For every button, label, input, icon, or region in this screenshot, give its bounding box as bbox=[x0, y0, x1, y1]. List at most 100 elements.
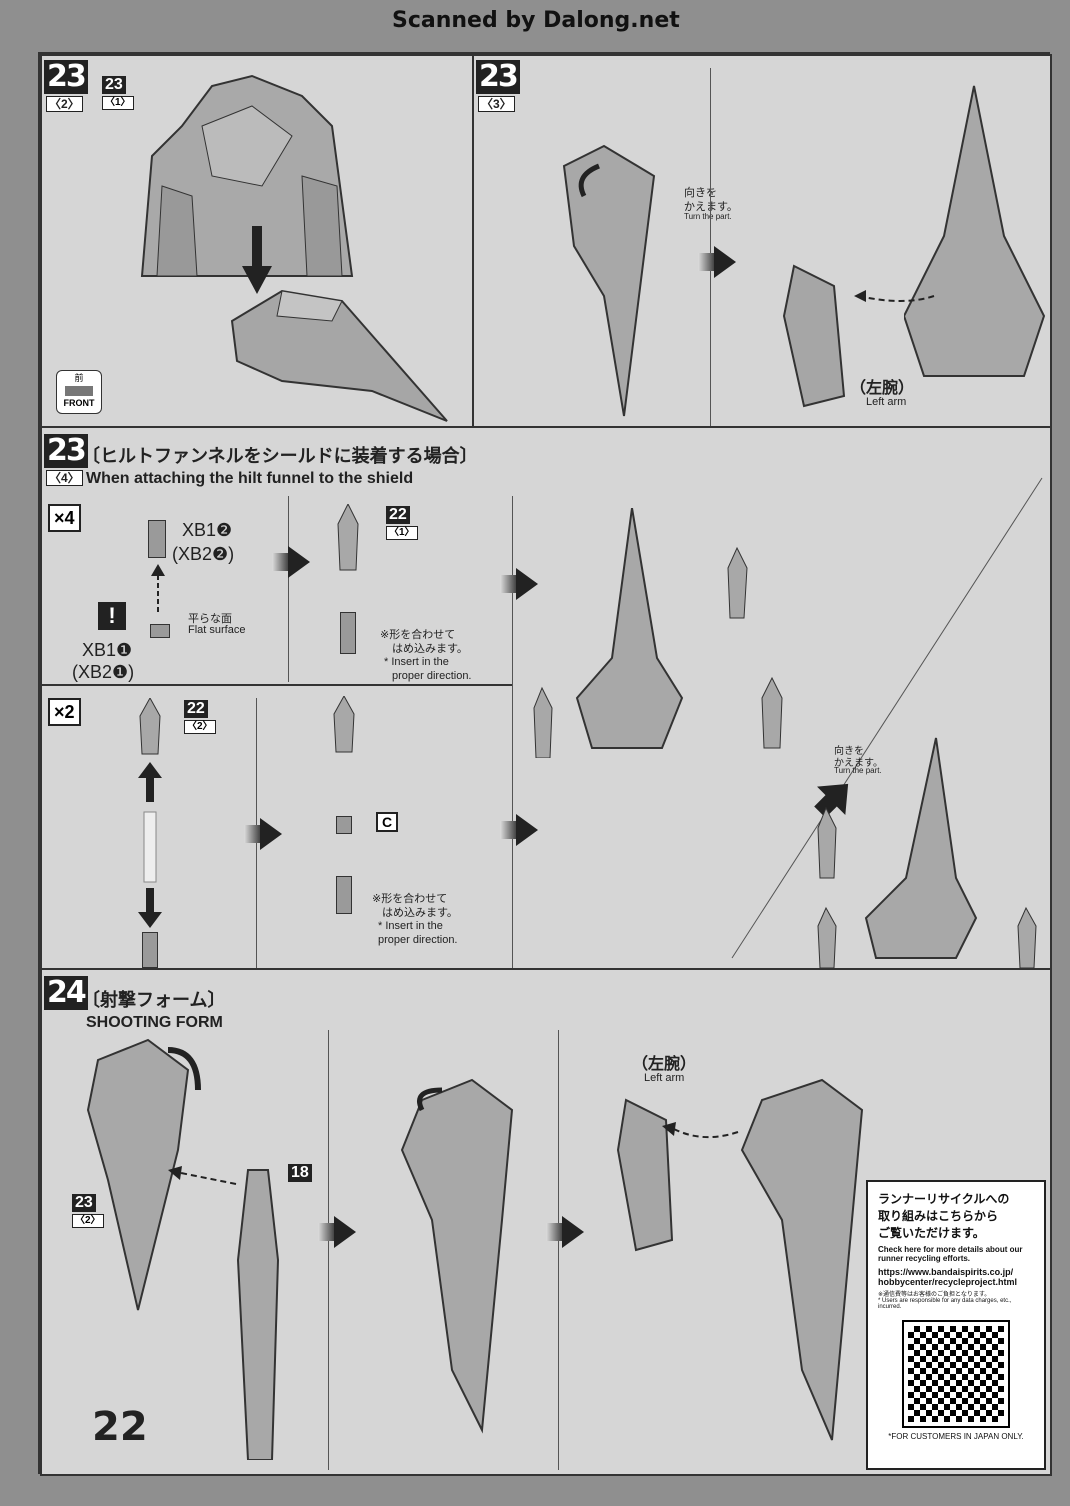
front-jp: 前 bbox=[74, 373, 84, 383]
step-title-jp: 〔ヒルトファンネルをシールドに装着する場合〕 bbox=[82, 446, 478, 467]
hilt-funnel-grip bbox=[340, 612, 356, 654]
divider bbox=[710, 68, 711, 426]
hilt-funnel-grip-c bbox=[336, 876, 352, 914]
down-arrow bbox=[242, 226, 272, 294]
turn-part-jp-2: かえます。 bbox=[834, 758, 883, 769]
part-label-top: XB1❷ bbox=[182, 520, 233, 540]
turn-part-en: Turn the part. bbox=[834, 766, 882, 775]
ref-22-1-sub: 〈1〉 bbox=[386, 526, 418, 540]
turn-part-en: Turn the part. bbox=[684, 212, 732, 221]
shield-part bbox=[230, 289, 448, 422]
recycle-jp-3: ご覧いただけます。 bbox=[878, 1226, 985, 1240]
next-arrow bbox=[500, 814, 538, 846]
hilt-funnel-top-b bbox=[139, 698, 161, 755]
turn-part-jp-1: 向きを bbox=[834, 746, 864, 757]
divider bbox=[512, 496, 513, 968]
insert-note-b-en-1: * Insert in the bbox=[378, 920, 443, 932]
flat-surface-jp: 平らな面 bbox=[188, 612, 232, 625]
step-number: 23 bbox=[44, 60, 88, 94]
divider bbox=[288, 496, 289, 682]
ref-18: 18 bbox=[288, 1164, 312, 1182]
ref-22-2: 22 bbox=[184, 700, 208, 718]
shield-with-funnels-back bbox=[817, 737, 1037, 968]
shield-shooting-form bbox=[86, 1038, 201, 1311]
next-arrow bbox=[318, 1216, 356, 1248]
multiplier-x4: ×4 bbox=[48, 504, 81, 532]
step-number: 23 bbox=[44, 434, 88, 468]
shield-upright-figure bbox=[904, 85, 1046, 377]
shield-weapon-final bbox=[740, 1078, 864, 1441]
shield-with-funnels-front bbox=[533, 508, 783, 758]
connector-c bbox=[336, 816, 352, 834]
ref-22-1: 22 bbox=[386, 506, 410, 524]
ref-substep-number: 〈1〉 bbox=[102, 96, 134, 110]
insert-note-b-jp-1: ※形を合わせて bbox=[372, 892, 448, 905]
hilt-funnel-grip-b bbox=[142, 932, 158, 968]
part-label-bottom-alt: (XB2❶) bbox=[72, 662, 135, 682]
front-en: FRONT bbox=[63, 398, 95, 408]
insert-note-en-2: proper direction. bbox=[392, 670, 472, 682]
front-arrow-icon bbox=[65, 386, 93, 396]
part-label-bottom: XB1❶ bbox=[82, 640, 133, 660]
recycle-url-1[interactable]: https://www.bandaispirits.co.jp/ bbox=[878, 1267, 1014, 1277]
qr-code-icon[interactable] bbox=[902, 1320, 1010, 1428]
turn-arrow bbox=[814, 783, 849, 818]
part-c-label: C bbox=[376, 812, 399, 832]
recycle-en: Check here for more details about our ru… bbox=[878, 1245, 1023, 1263]
ref-23: 23 bbox=[72, 1194, 96, 1212]
up-dashed-arrow bbox=[151, 564, 165, 612]
panel-step-23-3: 23 〈3〉 向きを かえます。 Turn the part. （左腕） Lef… bbox=[472, 54, 1052, 428]
substep-number: 〈4〉 bbox=[46, 470, 83, 486]
part-label-top-alt: (XB2❷) bbox=[172, 544, 235, 564]
flat-surface-en: Flat surface bbox=[188, 624, 246, 636]
insert-note-jp-1: ※形を合わせて bbox=[380, 628, 456, 641]
ref-23-sub: 〈2〉 bbox=[72, 1214, 104, 1228]
next-arrow bbox=[500, 568, 538, 600]
divider bbox=[558, 1030, 559, 1470]
left-arm-figure bbox=[782, 264, 846, 408]
hilt-funnel-top bbox=[337, 504, 359, 571]
hilt-funnel-top-c bbox=[333, 696, 355, 753]
next-arrow bbox=[244, 818, 282, 850]
row-divider bbox=[42, 684, 512, 686]
panel-step-23-4: 23 〈4〉 〔ヒルトファンネルをシールドに装着する場合〕 When attac… bbox=[40, 426, 1052, 970]
left-arm-label-jp: （左腕） bbox=[850, 378, 915, 397]
next-arrow bbox=[546, 1216, 584, 1248]
step-title-en: When attaching the hilt funnel to the sh… bbox=[86, 470, 414, 487]
recycle-footer: *FOR CUSTOMERS IN JAPAN ONLY. bbox=[888, 1432, 1024, 1441]
recycle-info-box: ランナーリサイクルへの 取り組みはこちらから ご覧いただけます。 Check h… bbox=[866, 1180, 1046, 1470]
recycle-url-2[interactable]: hobbycenter/recycleproject.html bbox=[878, 1277, 1018, 1287]
front-indicator: 前 FRONT bbox=[56, 370, 102, 414]
dashed-arrow bbox=[662, 1122, 739, 1139]
diagonal-divider bbox=[731, 477, 1043, 959]
step-title-jp: 〔射撃フォーム〕 bbox=[82, 990, 226, 1011]
turn-part-jp-1: 向きを bbox=[684, 186, 717, 199]
substep-number: 〈3〉 bbox=[478, 96, 515, 112]
warning-icon: ! bbox=[98, 602, 126, 630]
ref-22-2-sub: 〈2〉 bbox=[184, 720, 216, 734]
panel-step-23-2: 23 〈2〉 23 〈1〉 前 FRONT bbox=[40, 54, 474, 428]
shield-rotate-figure bbox=[562, 144, 656, 417]
left-arm-figure bbox=[616, 1098, 674, 1252]
dashed-arrow bbox=[854, 290, 935, 302]
ref-step-number: 23 bbox=[102, 76, 126, 94]
insert-note-b-jp-2: はめ込みます。 bbox=[382, 906, 458, 919]
step-title-en: SHOOTING FORM bbox=[86, 1014, 223, 1031]
recycle-note-en: * Users are responsible for any data cha… bbox=[878, 1298, 1012, 1310]
shield-weapon-combined bbox=[400, 1078, 514, 1434]
step-number: 24 bbox=[44, 976, 88, 1010]
double-arrow bbox=[138, 762, 162, 928]
left-arm-label-en: Left arm bbox=[866, 396, 907, 408]
part-xb1-1 bbox=[150, 624, 170, 638]
insert-note-jp-2: はめ込みます。 bbox=[392, 642, 468, 655]
divider bbox=[328, 1030, 329, 1470]
left-arm-label-jp: （左腕） bbox=[632, 1054, 697, 1073]
next-arrow bbox=[698, 246, 736, 278]
left-arm-label-en: Left arm bbox=[644, 1072, 685, 1084]
insert-note-en-1: * Insert in the bbox=[384, 656, 449, 668]
recycle-jp-2: 取り組みはこちらから bbox=[878, 1209, 999, 1223]
instruction-sheet: 23 〈2〉 23 〈1〉 前 FRONT 23 〈3〉 向きを bbox=[38, 52, 1052, 1476]
step-number: 23 bbox=[476, 60, 520, 94]
scan-credit: Scanned by Dalong.net bbox=[392, 8, 680, 33]
recycle-jp-1: ランナーリサイクルへの bbox=[878, 1192, 1010, 1206]
